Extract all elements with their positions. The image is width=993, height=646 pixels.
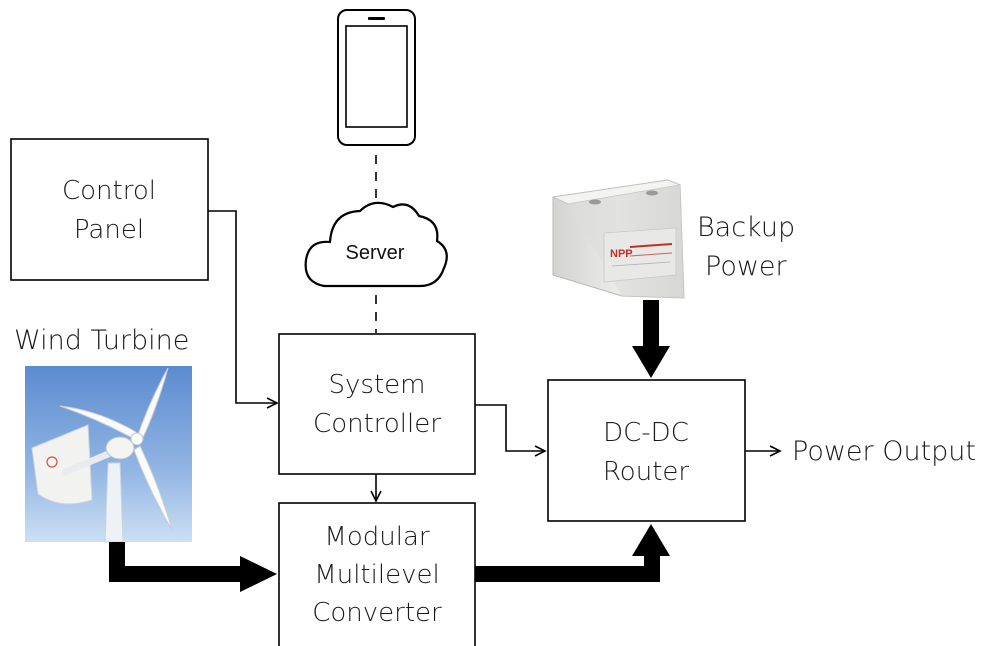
backup-power-label-line2: Power (705, 251, 788, 282)
converter-label-line1: Modular (324, 522, 429, 552)
control-panel-label-line1: Control (62, 176, 156, 206)
turbine-power-arrow (109, 542, 277, 592)
control-panel-box: Control Panel (10, 138, 209, 281)
backup-power-label-line1: Backup (697, 212, 795, 243)
backup-power-arrow (632, 300, 670, 378)
controller-to-router-arrow (475, 404, 547, 457)
system-controller-label-line2: Controller (313, 409, 441, 439)
system-controller-box: System Controller (278, 333, 476, 475)
system-controller-label-line1: System (329, 370, 426, 400)
converter-box: Modular Multilevel Converter (278, 502, 476, 646)
server-label: Server (346, 242, 405, 264)
wind-turbine-image (25, 366, 192, 543)
panel-to-controller-arrow (208, 210, 279, 409)
smartphone-icon (337, 9, 416, 146)
power-output-label: Power Output (792, 436, 976, 467)
converter-label-line2: Multilevel (314, 560, 439, 590)
router-label-line2: Router (603, 457, 689, 487)
wind-turbine-label: Wind Turbine (14, 325, 189, 356)
converter-power-arrow (475, 524, 670, 582)
battery-image: NPP (551, 179, 685, 299)
battery-brand: NPP (610, 248, 633, 260)
router-label-line1: DC-DC (603, 418, 689, 448)
router-box: DC-DC Router (547, 379, 746, 522)
server-cloud-icon: Server (304, 201, 448, 288)
converter-label-line3: Converter (312, 598, 442, 628)
control-panel-label-line2: Panel (74, 215, 144, 245)
